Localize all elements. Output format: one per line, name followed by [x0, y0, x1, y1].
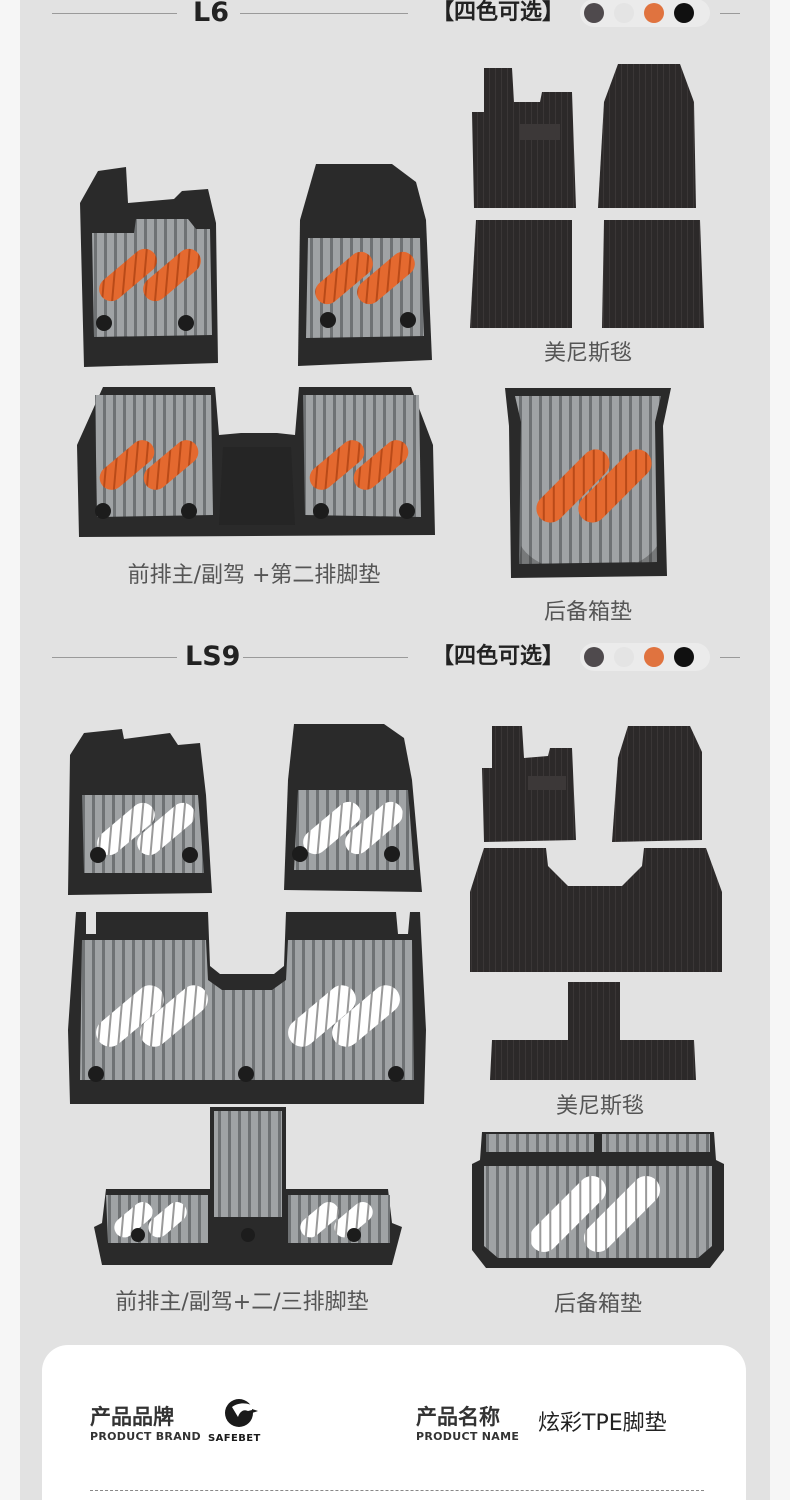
l6-front-caption: 前排主/副驾 +第二排脚垫 [127, 563, 381, 588]
product-name-title: 产品名称 [416, 1405, 500, 1429]
l6-passenger-mat [298, 164, 432, 366]
divider-line [720, 657, 740, 658]
l6-carpet-caption: 美尼斯毯 [543, 341, 632, 366]
brand-subtitle: PRODUCT BRAND [90, 1430, 201, 1443]
product-info-card: 产品品牌 PRODUCT BRAND SAFEBET 产品名称 PRODUCT … [42, 1345, 746, 1500]
swatch-light-gray[interactable] [614, 647, 634, 667]
l6-driver-mat [80, 167, 218, 367]
swatch-light-gray[interactable] [614, 3, 634, 23]
swatch-black[interactable] [674, 3, 694, 23]
divider-line [52, 657, 177, 658]
divider-line [243, 657, 408, 658]
brand-title: 产品品牌 [90, 1405, 174, 1429]
swatch-dark-gray[interactable] [584, 647, 604, 667]
ls9-model-title: LS9 [185, 641, 241, 672]
ls9-third-row-mat [94, 1107, 402, 1265]
ls9-trunk-mat [472, 1132, 724, 1268]
dashed-divider [90, 1490, 704, 1491]
safebet-logo: SAFEBET [208, 1397, 274, 1447]
l6-second-row-mat [77, 387, 435, 537]
ls9-second-row-mat [68, 912, 426, 1104]
swatch-orange[interactable] [644, 3, 664, 23]
divider-line [52, 13, 177, 14]
ls9-colors-label: 【四色可选】 [432, 644, 565, 669]
ls9-passenger-mat [284, 724, 422, 892]
divider-line [240, 13, 408, 14]
swatch-black[interactable] [674, 647, 694, 667]
l6-carpet-mats [470, 64, 704, 328]
swatch-dark-gray[interactable] [584, 3, 604, 23]
divider-line [720, 13, 740, 14]
eagle-logo-icon [225, 1399, 258, 1427]
ls9-section-header: LS9 【四色可选】 [0, 642, 790, 672]
ls9-color-swatches [580, 643, 710, 671]
swatch-orange[interactable] [644, 647, 664, 667]
ls9-driver-mat [68, 729, 212, 895]
l6-color-swatches [580, 0, 710, 27]
brand-logo-text: SAFEBET [208, 1433, 261, 1444]
l6-section-header: L6 【四色可选】 [0, 0, 790, 30]
l6-trunk-caption: 后备箱垫 [543, 600, 632, 625]
l6-colors-label: 【四色可选】 [432, 0, 565, 25]
ls9-carpet-caption: 美尼斯毯 [555, 1094, 644, 1119]
ls9-trunk-caption: 后备箱垫 [553, 1292, 642, 1317]
product-name-subtitle: PRODUCT NAME [416, 1430, 520, 1443]
l6-trunk-mat [505, 388, 671, 578]
ls9-front-caption: 前排主/副驾+二/三排脚垫 [115, 1290, 369, 1315]
product-name-value: 炫彩TPE脚垫 [538, 1411, 667, 1436]
ls9-carpet-mats [470, 726, 722, 1080]
l6-model-title: L6 [193, 0, 229, 28]
